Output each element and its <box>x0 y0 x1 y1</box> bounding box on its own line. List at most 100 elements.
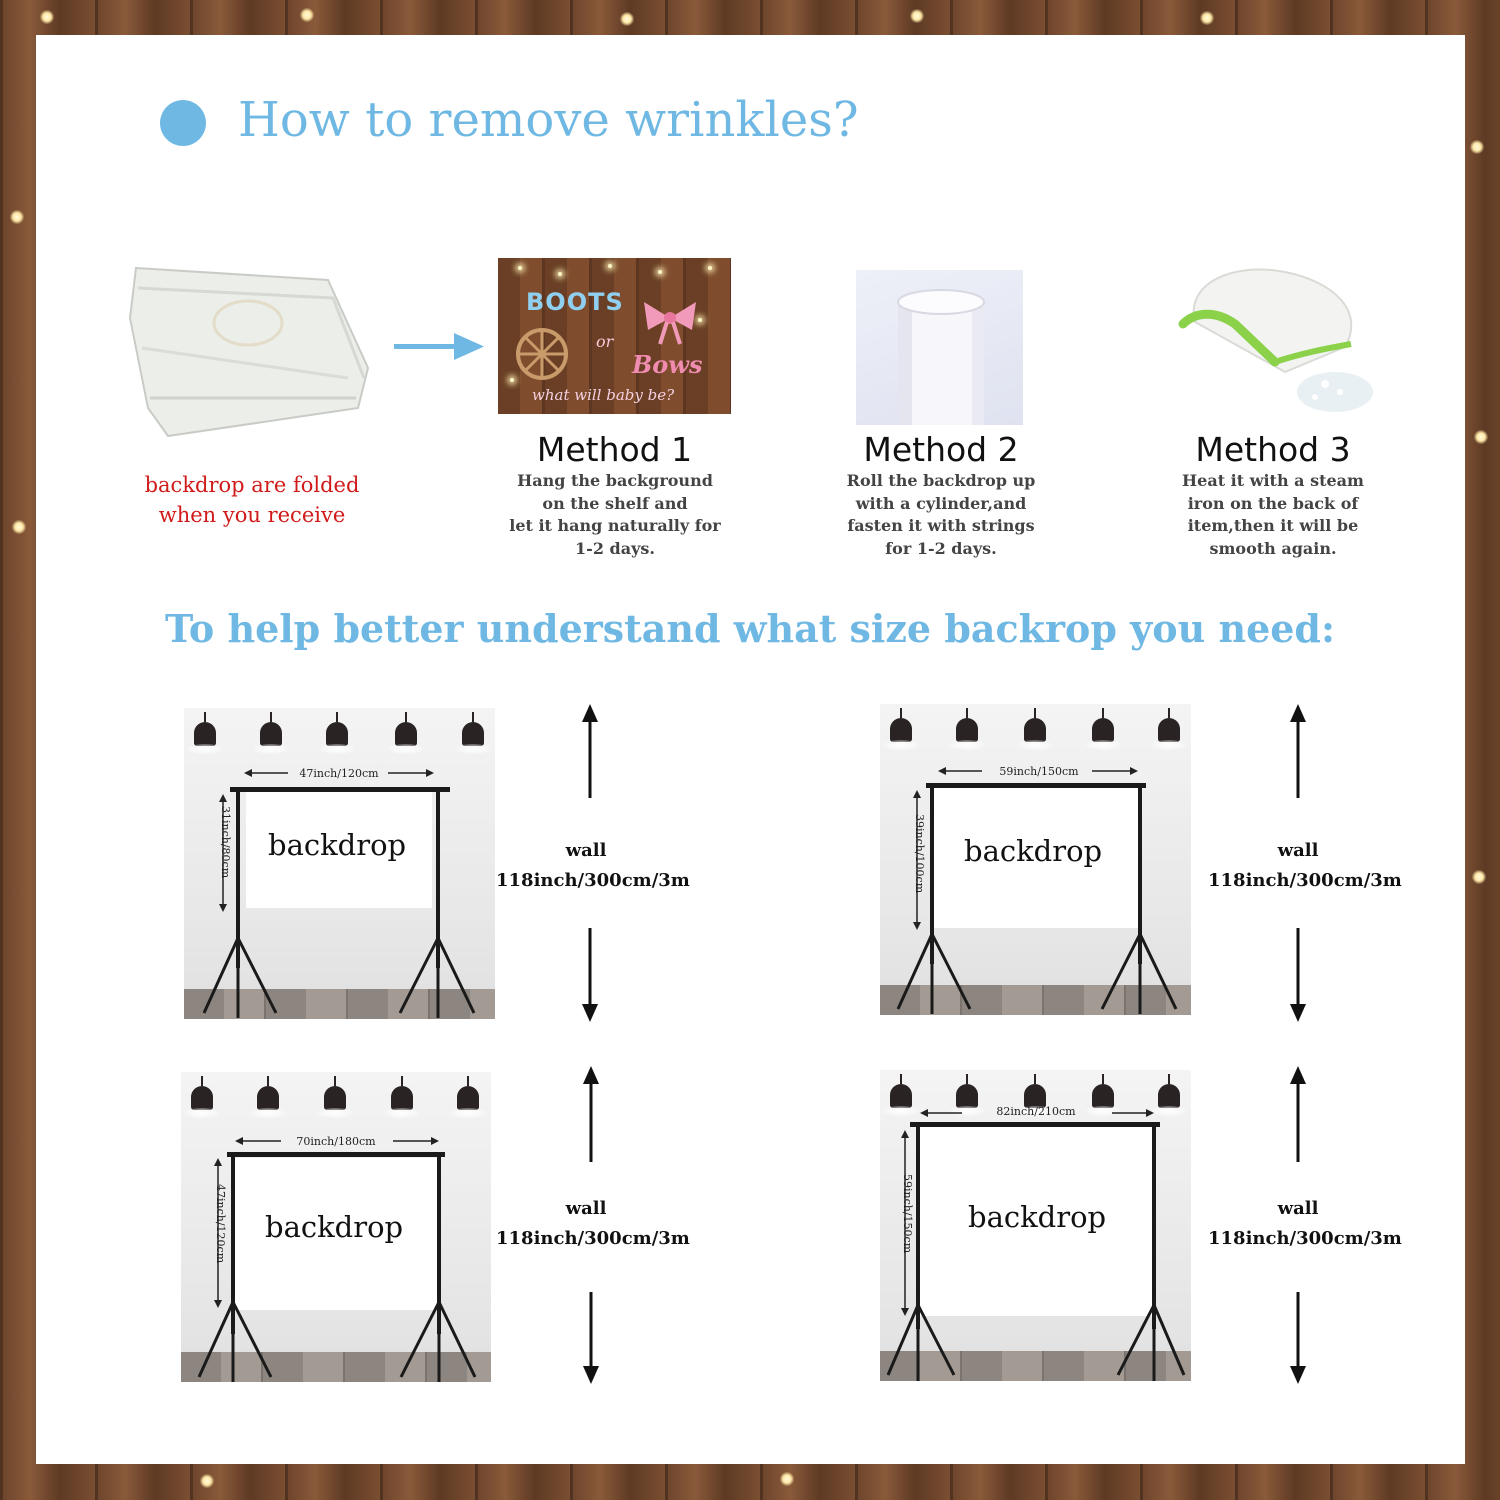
wall-height-arrow-icon <box>1290 1066 1306 1384</box>
ceiling-lamp <box>320 712 354 754</box>
backdrop-label: backdrop <box>964 834 1103 868</box>
stand-pole <box>1138 784 1142 964</box>
ceiling-lamp <box>884 1074 918 1116</box>
wall-label: wall <box>1277 840 1319 861</box>
backdrop-label: backdrop <box>968 1200 1107 1234</box>
wall-height-arrow-icon <box>583 1066 599 1384</box>
product-text-or: or <box>596 332 614 351</box>
height-label: 47inch/120cm <box>214 1184 227 1264</box>
method-1-line: 1-2 days. <box>575 538 655 558</box>
crossbar <box>230 787 450 792</box>
folded-caption-line: backdrop are folded <box>144 473 360 497</box>
ceiling-lamp <box>1018 708 1052 750</box>
height-dimension-arrow <box>913 790 921 930</box>
string-light <box>300 8 314 22</box>
string-light <box>12 520 26 534</box>
product-backdrop-image: BOOTS or Bows what will baby be? <box>498 258 731 414</box>
width-dimension-arrow <box>244 769 434 777</box>
steam-iron-image <box>1178 268 1373 412</box>
height-label: 59inch/150cm <box>901 1174 914 1254</box>
string-light <box>200 1474 214 1488</box>
width-label: 70inch/180cm <box>296 1135 376 1148</box>
wall-size: 118inch/300cm/3m <box>496 870 690 891</box>
stand-pole <box>930 784 934 964</box>
stand-legs <box>197 1301 477 1382</box>
size-scene-4: backdrop 82inch/210cm 59inch/150cm <box>880 1070 1191 1381</box>
backdrop-area <box>246 792 432 908</box>
stand-pole <box>916 1124 920 1329</box>
crossbar <box>227 1152 445 1157</box>
ceiling-lamp <box>385 1076 419 1118</box>
folded-backdrop-image <box>128 266 370 438</box>
stand-legs <box>202 937 476 1018</box>
method-2-line: Roll the backdrop up <box>846 471 1036 490</box>
stand-legs <box>896 933 1178 1014</box>
arrow-right-icon <box>394 333 484 360</box>
ceiling-lamp <box>254 712 288 754</box>
height-dimension-arrow <box>901 1130 909 1316</box>
stand-pole <box>437 1154 441 1334</box>
width-dimension-arrow <box>938 767 1138 775</box>
method-3-line: item,then it will be <box>1187 516 1359 535</box>
rolled-backdrop-image <box>856 270 1023 425</box>
ceiling-lamp <box>950 1074 984 1116</box>
folded-caption: backdrop are folded when you receive <box>100 470 404 530</box>
height-label: 31inch/80cm <box>219 806 232 879</box>
method-3-line: smooth again. <box>1209 538 1337 558</box>
ceiling-lamp <box>1152 1074 1186 1116</box>
studio-floor <box>880 1351 1191 1381</box>
wall-label: wall <box>1277 1198 1319 1219</box>
method-3-description: Heat it with a steam iron on the back of… <box>1160 470 1386 560</box>
size-scene-1: backdrop 47inch/120cm 31inch/80cm <box>184 708 495 1019</box>
ceiling-lamp <box>188 712 222 754</box>
backdrop-area <box>932 788 1138 928</box>
ceiling-lamp <box>318 1076 352 1118</box>
ceiling-lamp <box>389 712 423 754</box>
method-1-title: Method 1 <box>536 430 693 469</box>
backdrop-area <box>916 1126 1156 1316</box>
wall-label: wall <box>565 840 607 861</box>
wall-size-label-1: wall 118inch/300cm/3m <box>496 836 690 896</box>
size-guide-heading: To help better understand what size back… <box>164 606 1336 651</box>
ceiling-lamp <box>1086 708 1120 750</box>
method-1-line: on the shelf and <box>542 493 688 513</box>
width-label: 59inch/150cm <box>999 765 1079 778</box>
product-text-boots: BOOTS <box>526 288 624 316</box>
string-light <box>40 10 54 24</box>
stand-pole <box>1152 1124 1156 1329</box>
string-light <box>10 210 24 224</box>
method-2-title: Method 2 <box>863 430 1019 469</box>
string-light <box>1200 11 1214 25</box>
height-label: 39inch/100cm <box>913 814 926 894</box>
string-light <box>1472 870 1486 884</box>
crossbar <box>926 783 1146 788</box>
method-1-line: Hang the background <box>517 471 713 490</box>
stand-legs <box>886 1304 1186 1381</box>
stand-pole <box>231 1154 235 1334</box>
string-light <box>910 9 924 23</box>
ceiling-lamp <box>884 708 918 750</box>
ceiling-lamp <box>251 1076 285 1118</box>
wall-height-arrow-icon <box>1290 704 1306 1022</box>
width-label: 47inch/120cm <box>299 767 379 780</box>
product-text-bows: Bows <box>632 350 703 379</box>
method-3-line: Heat it with a steam <box>1182 471 1364 490</box>
ceiling-lamp <box>950 708 984 750</box>
width-dimension-arrow <box>235 1137 439 1145</box>
method-3-line: iron on the back of <box>1187 493 1359 513</box>
backdrop-label: backdrop <box>268 828 407 862</box>
wall-size-label-2: wall 118inch/300cm/3m <box>1208 836 1402 896</box>
wall-size: 118inch/300cm/3m <box>1208 1228 1402 1249</box>
size-scene-3: backdrop 70inch/180cm 47inch/120cm <box>181 1072 491 1382</box>
bullet-dot-icon <box>160 100 206 146</box>
wagon-wheel-icon <box>516 328 568 380</box>
ceiling-lamp <box>451 1076 485 1118</box>
size-scene-2: backdrop 59inch/150cm 39inch/100cm <box>880 704 1191 1015</box>
pink-bow-icon <box>644 302 696 345</box>
ceiling-lamp <box>456 712 490 754</box>
string-light <box>1474 430 1488 444</box>
width-label: 82inch/210cm <box>996 1105 1076 1118</box>
height-dimension-arrow <box>219 794 227 912</box>
wall-size-label-4: wall 118inch/300cm/3m <box>1208 1194 1402 1254</box>
wall-height-arrow-icon <box>582 704 598 1022</box>
